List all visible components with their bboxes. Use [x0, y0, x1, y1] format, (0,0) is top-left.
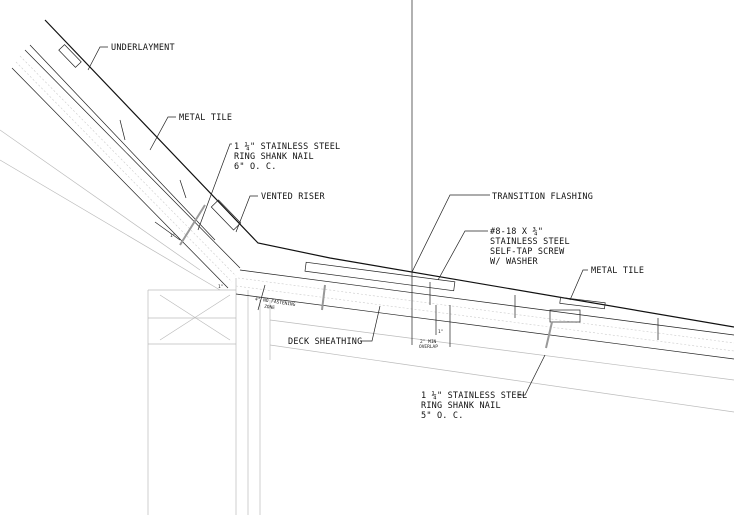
- label-nail-upper-2: RING SHANK NAIL: [234, 152, 314, 162]
- label-screw-3: SELF-TAP SCREW: [490, 247, 565, 257]
- label-nail-lower-3: 5" O. C.: [421, 411, 464, 421]
- label-nail-lower-1: 1 ¼" STAINLESS STEEL: [421, 391, 527, 401]
- label-vented-riser: VENTED RISER: [261, 192, 325, 202]
- transition-flashing: [304, 261, 659, 340]
- label-nail-lower-2: RING SHANK NAIL: [421, 401, 501, 411]
- label-screw-2: STAINLESS STEEL: [490, 237, 570, 247]
- label-metal-tile-upper: METAL TILE: [179, 113, 232, 123]
- nail-mid: [321, 284, 326, 311]
- label-no-fastening-1: 4" NO FASTENING: [255, 296, 296, 308]
- nail-lower: [545, 321, 553, 349]
- deck-sheathing-low: [235, 269, 734, 360]
- label-dim-1in-overlap: 1": [438, 329, 443, 335]
- label-min-overlap-2: OVERLAP: [419, 344, 438, 350]
- leader-lines: [87, 0, 588, 396]
- label-screw-1: #8-18 X ¾": [490, 227, 543, 237]
- label-no-fastening-2: ZONE: [264, 304, 276, 311]
- label-dim-1in-lower: 1": [218, 284, 223, 290]
- deck-sheathing-steep: [11, 49, 241, 289]
- label-screw-4: W/ WASHER: [490, 257, 539, 267]
- nail-upper: [179, 204, 206, 246]
- label-nail-upper-1: 1 ¼" STAINLESS STEEL: [234, 142, 340, 152]
- label-transition-flashing: TRANSITION FLASHING: [492, 192, 593, 202]
- label-nail-upper-3: 6" O. C.: [234, 162, 277, 172]
- label-metal-tile-lower: METAL TILE: [591, 266, 644, 276]
- label-min-overlap-1: 2" MIN: [420, 339, 437, 345]
- label-underlayment: UNDERLAYMENT: [111, 43, 175, 53]
- label-deck-sheathing: DECK SHEATHING: [288, 337, 362, 347]
- metal-tile-steep: [29, 19, 734, 328]
- label-dim-1in-upper: 1": [170, 233, 175, 239]
- framing: [0, 129, 734, 515]
